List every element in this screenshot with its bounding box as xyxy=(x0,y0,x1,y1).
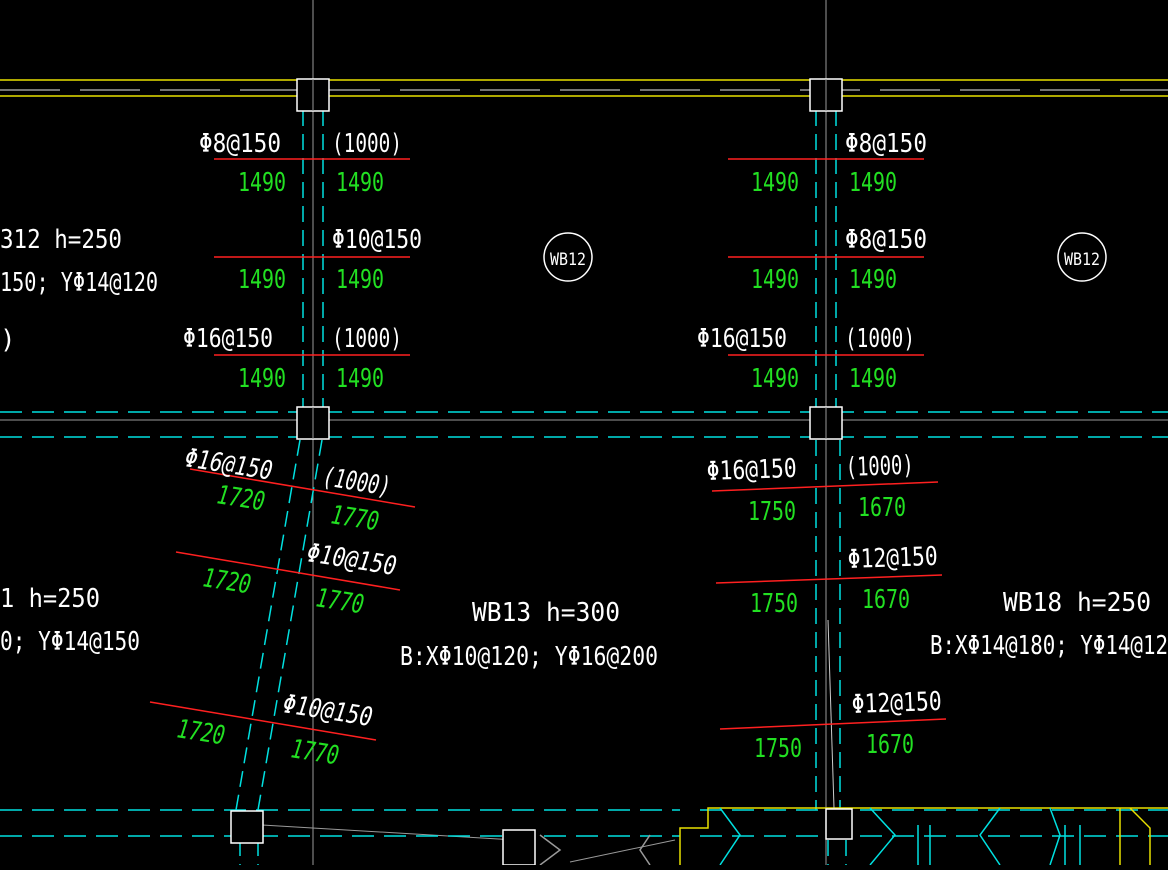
rebar-spec: Φ16@150 xyxy=(697,324,787,354)
rebar-spec: Φ12@150 xyxy=(847,542,938,575)
rebar-lines[interactable] xyxy=(149,158,947,741)
rebar-length-right: 1670 xyxy=(858,493,906,523)
rebar-group-c2: Φ8@150 1490 1490 Φ8@150 1490 1490 Φ16@15… xyxy=(697,129,927,394)
rebar-group-slanted: Φ16@150 (1000) 1720 1770 Φ10@150 1720 17… xyxy=(175,443,399,771)
rebar-length-left: 1720 xyxy=(215,480,267,517)
middle-beam[interactable] xyxy=(0,411,1168,438)
rebar-spec: Φ16@150 xyxy=(183,324,273,354)
rebar-length-left: 1720 xyxy=(201,563,253,600)
rebar-length-right: 1490 xyxy=(849,168,897,198)
slab-left-bottom-title: 1 h=250 xyxy=(0,584,100,614)
slab-wb13-rebar: B:XΦ10@120; YΦ16@200 xyxy=(400,642,658,672)
rebar-length-right: 1490 xyxy=(849,265,897,295)
rebar-length-left: 1750 xyxy=(754,734,802,764)
rebar-spec: Φ10@150 xyxy=(332,225,422,255)
tag-wb12-right[interactable]: WB12 xyxy=(1057,232,1107,282)
rebar-length-left: 1490 xyxy=(751,364,799,394)
bottom-right-detail xyxy=(539,807,1168,866)
rebar-ext: (1000) xyxy=(845,451,914,483)
column-bottom-left xyxy=(230,810,264,844)
rebar-length-right: 1490 xyxy=(336,265,384,295)
tag-label: WB12 xyxy=(550,250,586,270)
rebar-group-c3: Φ16@150 (1000) 1750 1670 Φ12@150 1750 16… xyxy=(706,451,942,764)
rebar-length-right: 1770 xyxy=(289,734,341,771)
rebar-length-right: 1770 xyxy=(329,500,381,537)
rebar-length-left: 1490 xyxy=(751,265,799,295)
rebar-length-left: 1490 xyxy=(238,265,286,295)
rebar-spec: Φ8@150 xyxy=(845,129,927,159)
rebar-length-left: 1750 xyxy=(750,589,798,619)
tag-label: WB12 xyxy=(1064,250,1100,270)
rebar-ext: (1000) xyxy=(332,324,402,354)
rebar-length-right: 1490 xyxy=(336,364,384,394)
rebar-spec: Φ16@150 xyxy=(183,443,275,486)
rebar-length-left: 1490 xyxy=(238,364,286,394)
rebar-ext: (1000) xyxy=(332,129,402,159)
rebar-length-right: 1670 xyxy=(866,730,914,760)
rebar-spec: Φ10@150 xyxy=(305,538,399,582)
column-bottom-right xyxy=(825,808,853,840)
slab-labels: 312 h=250 150; YΦ14@120 ) 1 h=250 0; YΦ1… xyxy=(0,225,1168,672)
slab-left-top-title: 312 h=250 xyxy=(0,225,122,255)
rebar-spec: Φ8@150 xyxy=(845,225,927,255)
rebar-length-right: 1490 xyxy=(336,168,384,198)
slab-wb13-title: WB13 h=300 xyxy=(472,598,620,628)
vertical-beam-left[interactable] xyxy=(235,110,324,811)
top-beam[interactable] xyxy=(0,79,1168,97)
rebar-length-right: 1770 xyxy=(314,583,366,620)
rebar-spec: Φ8@150 xyxy=(199,129,281,159)
vertical-beam-right[interactable] xyxy=(239,110,847,865)
slab-left-bottom-rebar: 0; YΦ14@150 xyxy=(0,627,140,657)
bottom-beam[interactable] xyxy=(0,809,1168,837)
rebar-spec: Φ12@150 xyxy=(851,687,942,720)
rebar-length-left: 1750 xyxy=(748,497,796,527)
tag-wb12-left[interactable]: WB12 xyxy=(543,232,593,282)
slab-left-top-ext: ) xyxy=(0,325,16,355)
rebar-spec: Φ16@150 xyxy=(706,454,797,487)
rebar-length-left: 1490 xyxy=(751,168,799,198)
rebar-ext: (1000) xyxy=(321,462,393,502)
rebar-length-left: 1720 xyxy=(175,714,227,751)
column-bottom-center xyxy=(502,829,536,866)
rebar-ext: (1000) xyxy=(845,324,915,354)
slab-left-top-rebar: 150; YΦ14@120 xyxy=(0,268,158,298)
rebar-length-left: 1490 xyxy=(238,168,286,198)
slab-wb18-rebar: B:XΦ14@180; YΦ14@12 xyxy=(930,631,1168,661)
slab-wb18-title: WB18 h=250 xyxy=(1003,588,1151,618)
rebar-length-right: 1670 xyxy=(862,585,910,615)
rebar-length-right: 1490 xyxy=(849,364,897,394)
rebar-group-c1: Φ8@150 (1000) 1490 1490 Φ10@150 1490 149… xyxy=(183,129,422,394)
